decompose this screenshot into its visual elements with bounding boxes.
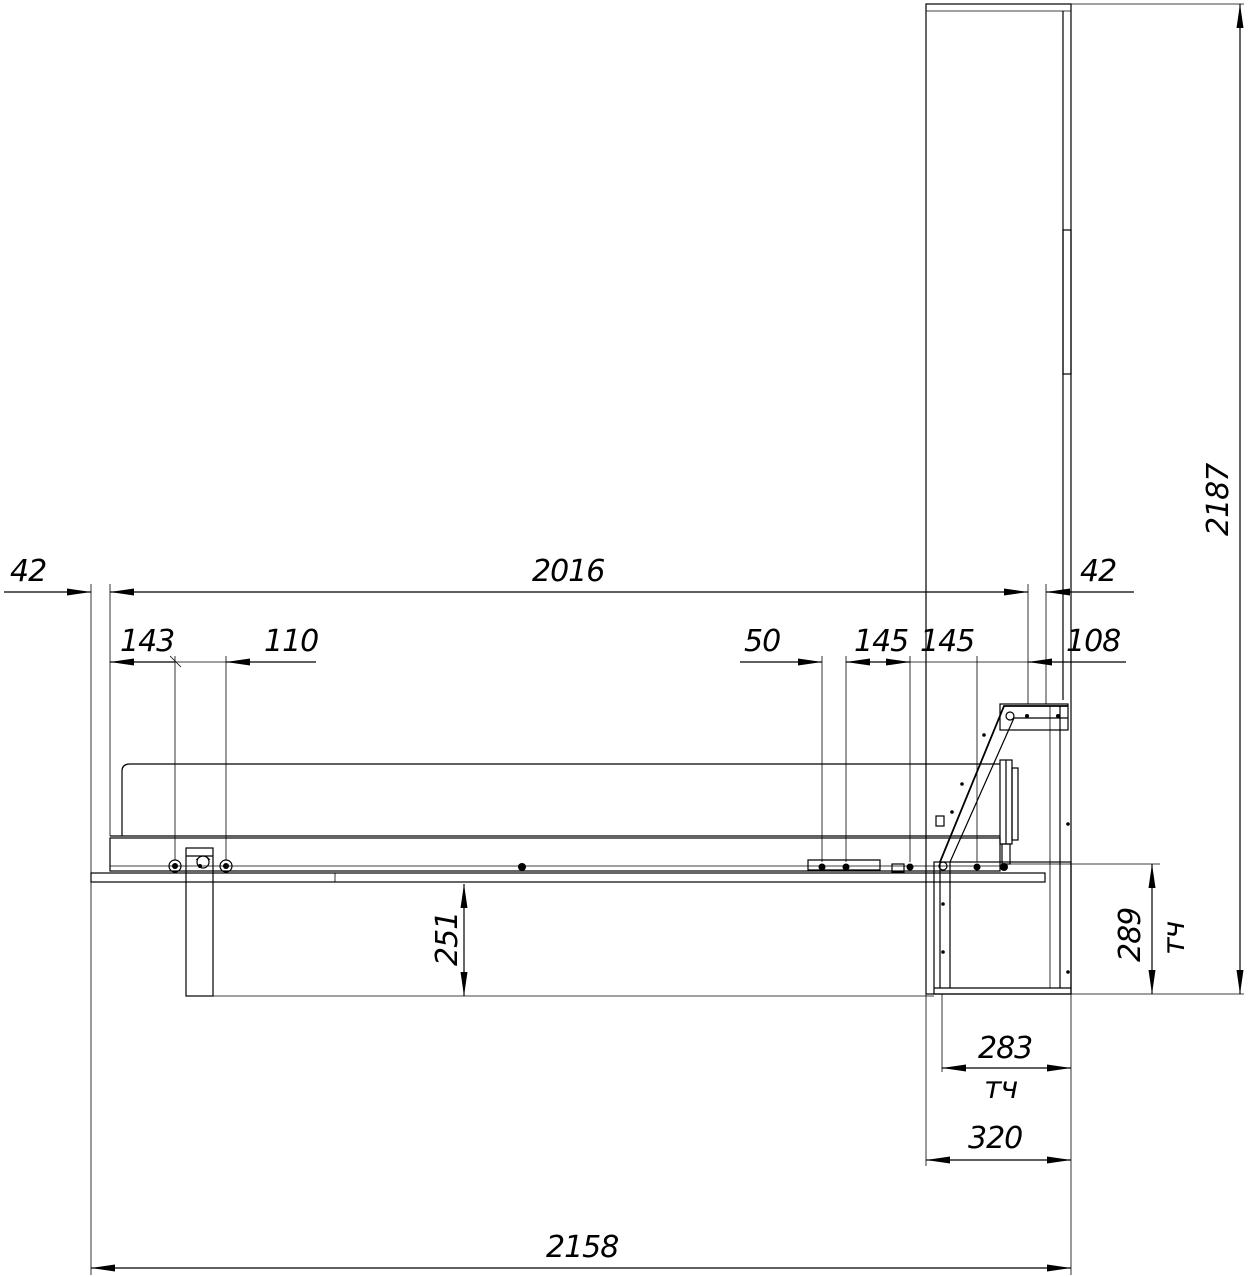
dim-inner-depth: 283 xyxy=(978,1031,1032,1066)
dim-cabinet-depth: 320 xyxy=(968,1121,1022,1156)
dim-cabinet-height: 2187 xyxy=(1201,463,1236,536)
dim-bed-length: 2016 xyxy=(532,554,604,589)
dim-mechanism-108: 108 xyxy=(1066,624,1120,659)
cabinet-handle xyxy=(1062,229,1072,375)
dim-hole-50: 50 xyxy=(744,624,780,659)
dim-left-overhang: 42 xyxy=(10,554,46,589)
dimension-labels: 42 2016 42 143 110 50 145 145 108 251 28… xyxy=(10,463,1236,1265)
dim-hole-145-a: 145 xyxy=(854,624,908,659)
cabinet xyxy=(925,3,1072,995)
dimension-lines xyxy=(4,3,1244,1275)
dim-total-length: 2158 xyxy=(546,1230,618,1265)
bed-leg xyxy=(168,847,233,997)
dim-leg-height: 251 xyxy=(430,912,465,966)
dim-base-height-note: тч xyxy=(1157,922,1192,955)
dim-right-overhang: 42 xyxy=(1080,554,1116,589)
dim-hole-145-b: 145 xyxy=(920,624,974,659)
dim-base-height: 289 xyxy=(1113,908,1148,962)
dim-inner-depth-note: тч xyxy=(984,1071,1017,1106)
dim-leg-offset: 143 xyxy=(120,624,174,659)
lift-mechanism xyxy=(807,703,1070,988)
dim-leg-spacing: 110 xyxy=(264,624,318,659)
